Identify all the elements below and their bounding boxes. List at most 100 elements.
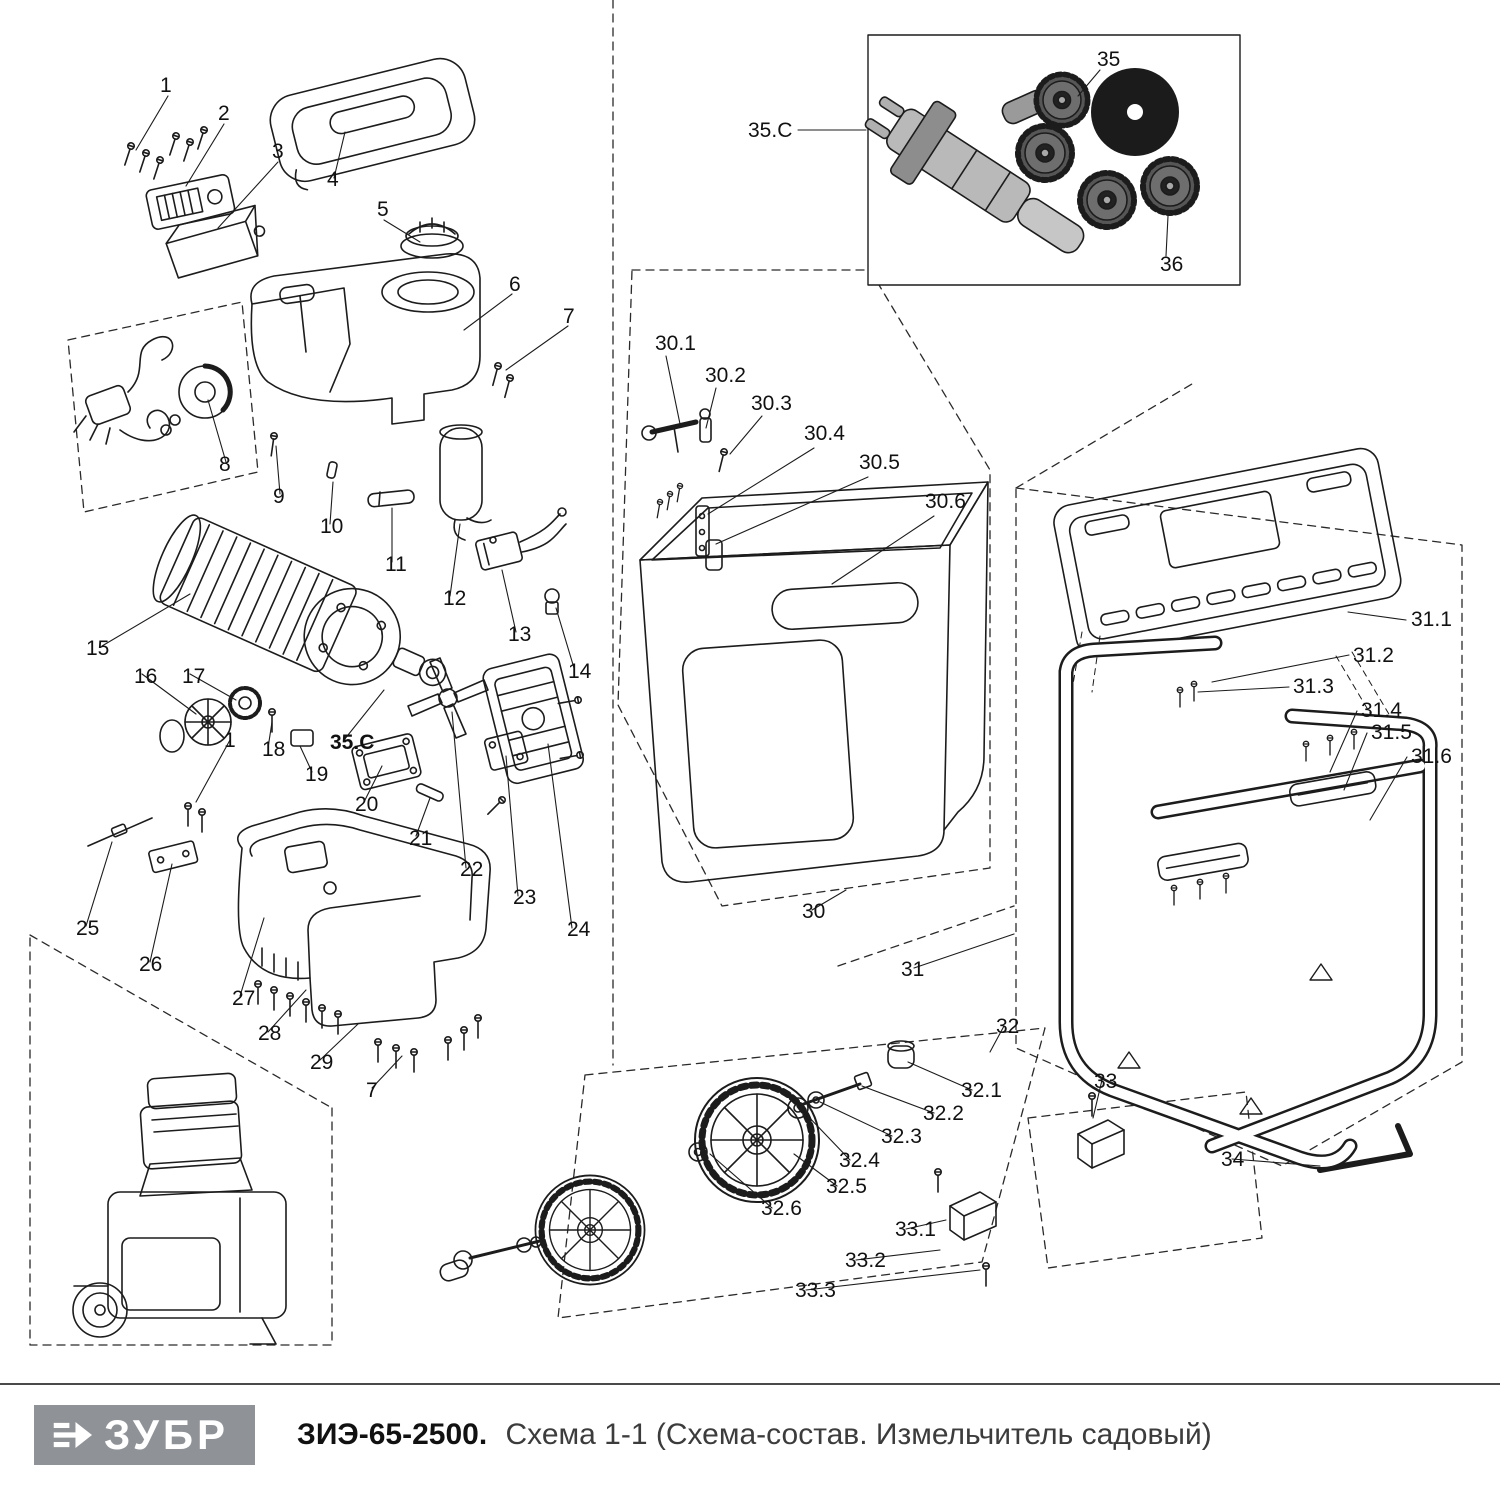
screw-drawing [120, 141, 136, 167]
part-label: 11 [385, 553, 407, 576]
part-label: 1 [224, 729, 236, 752]
screw-drawing [254, 979, 263, 1005]
model-number: ЗИЭ-65-2500. [297, 1418, 488, 1451]
screw-drawing [500, 373, 515, 399]
part-label: 29 [310, 1051, 333, 1074]
footer: ЗУБР ЗИЭ-65-2500. Схема 1-1 (Схема-соста… [0, 1383, 1500, 1465]
part-label: 12 [443, 587, 466, 610]
part-label: 9 [273, 485, 285, 508]
wheel-drawing [695, 1078, 819, 1202]
brand-arrow-icon [53, 1421, 92, 1449]
lower-housing-drawing [236, 808, 491, 1027]
screw-drawing [193, 125, 209, 151]
bracket-drawing [351, 733, 422, 791]
sleeve-drawing [367, 489, 415, 508]
part-label: 31.1 [1411, 608, 1452, 631]
relay-drawing [475, 507, 567, 571]
part-label: 32.1 [961, 1079, 1002, 1102]
screw-drawing [165, 131, 181, 157]
gear-drawing [1143, 159, 1197, 213]
gear-drawing [1018, 126, 1072, 180]
screw-drawing [269, 985, 279, 1011]
impeller-drawing [407, 657, 489, 739]
gear-drawing [1036, 74, 1087, 125]
brand-name: ЗУБР [104, 1411, 230, 1458]
grille-panel-drawing [482, 653, 585, 785]
part-label: 28 [258, 1022, 281, 1045]
screw-drawing [1222, 872, 1230, 894]
part-label: 22 [460, 858, 483, 881]
screw-drawing [473, 1013, 483, 1039]
screws-bottom [254, 979, 483, 1073]
handle-plate-drawing [1289, 771, 1377, 807]
frame-cover-drawing [1053, 447, 1402, 656]
part-label: 7 [366, 1079, 378, 1102]
part-label: 33.3 [795, 1279, 836, 1302]
part-label: 31.2 [1353, 644, 1394, 667]
screw-drawing [664, 490, 674, 511]
part-label: 10 [320, 515, 343, 538]
part-label: 32.2 [923, 1102, 964, 1125]
part-label: 20 [355, 793, 378, 816]
handle-plate-drawing [1157, 842, 1249, 881]
screw-drawing [654, 498, 664, 519]
upper-housing-drawing [250, 253, 481, 425]
part-label: 33 [1094, 1070, 1117, 1093]
power-cord-drawing [73, 335, 233, 445]
schema-subtitle: Схема 1-1 (Схема-состав. Измельчитель са… [505, 1418, 1212, 1451]
cable-tie-drawing [87, 817, 153, 847]
part-label: 25 [76, 917, 99, 940]
screw-drawing [1350, 728, 1358, 750]
part-label: 32 [996, 1015, 1019, 1038]
part-label: 33.1 [895, 1218, 936, 1241]
spacer-drawing [290, 729, 314, 747]
part-label: 30 [802, 900, 825, 923]
screw-drawing [459, 1026, 469, 1051]
screw-drawing [179, 137, 195, 163]
part-label: 32.6 [761, 1197, 802, 1220]
part-label: 35.C [330, 731, 374, 754]
part-label: 32.5 [826, 1175, 867, 1198]
screw-drawing [373, 1038, 383, 1063]
part-label: 6 [509, 273, 521, 296]
part-label: 31.6 [1411, 745, 1452, 768]
foot-drawing [949, 1191, 997, 1241]
assembled-product-drawing [72, 1072, 287, 1345]
screw-drawing [981, 1262, 991, 1287]
screw-drawing [198, 807, 206, 833]
motor-drawing [152, 514, 447, 687]
part-label: 32.3 [881, 1125, 922, 1148]
screw-drawing [674, 482, 684, 503]
part-label: 30.3 [751, 392, 792, 415]
gearbox-inset [864, 34, 1241, 286]
part-label: 27 [232, 987, 255, 1010]
part-label: 30.6 [925, 490, 966, 513]
foot-drawing [1077, 1119, 1125, 1169]
part-label: 16 [134, 665, 157, 688]
frame-skid-marks [1117, 963, 1333, 1115]
part-label: 32.4 [839, 1149, 880, 1172]
part-label: 24 [567, 918, 591, 941]
gear-drawing [1080, 173, 1134, 227]
part-label: 3 [272, 140, 284, 163]
screw-drawing [1190, 680, 1198, 702]
allen-key-drawing [1317, 1123, 1413, 1173]
drive-shaft-drawing [864, 96, 1085, 254]
frame-tubes-drawing [1058, 635, 1438, 1170]
part-label: 36 [1160, 253, 1183, 276]
flat-plate-drawing [148, 840, 199, 874]
screw-drawing [267, 707, 277, 733]
part-label: 33.2 [845, 1249, 886, 1272]
screw-drawing [1326, 734, 1334, 756]
screw-drawing [488, 361, 503, 387]
part-label: 7 [563, 305, 575, 328]
part-label: 23 [513, 886, 536, 909]
screw-drawing [149, 155, 165, 181]
part-label: 1 [160, 74, 172, 97]
screw-drawing [135, 148, 151, 174]
switch-box-drawing [165, 204, 266, 279]
screw-drawing [484, 794, 508, 818]
part-label: 17 [182, 665, 205, 688]
